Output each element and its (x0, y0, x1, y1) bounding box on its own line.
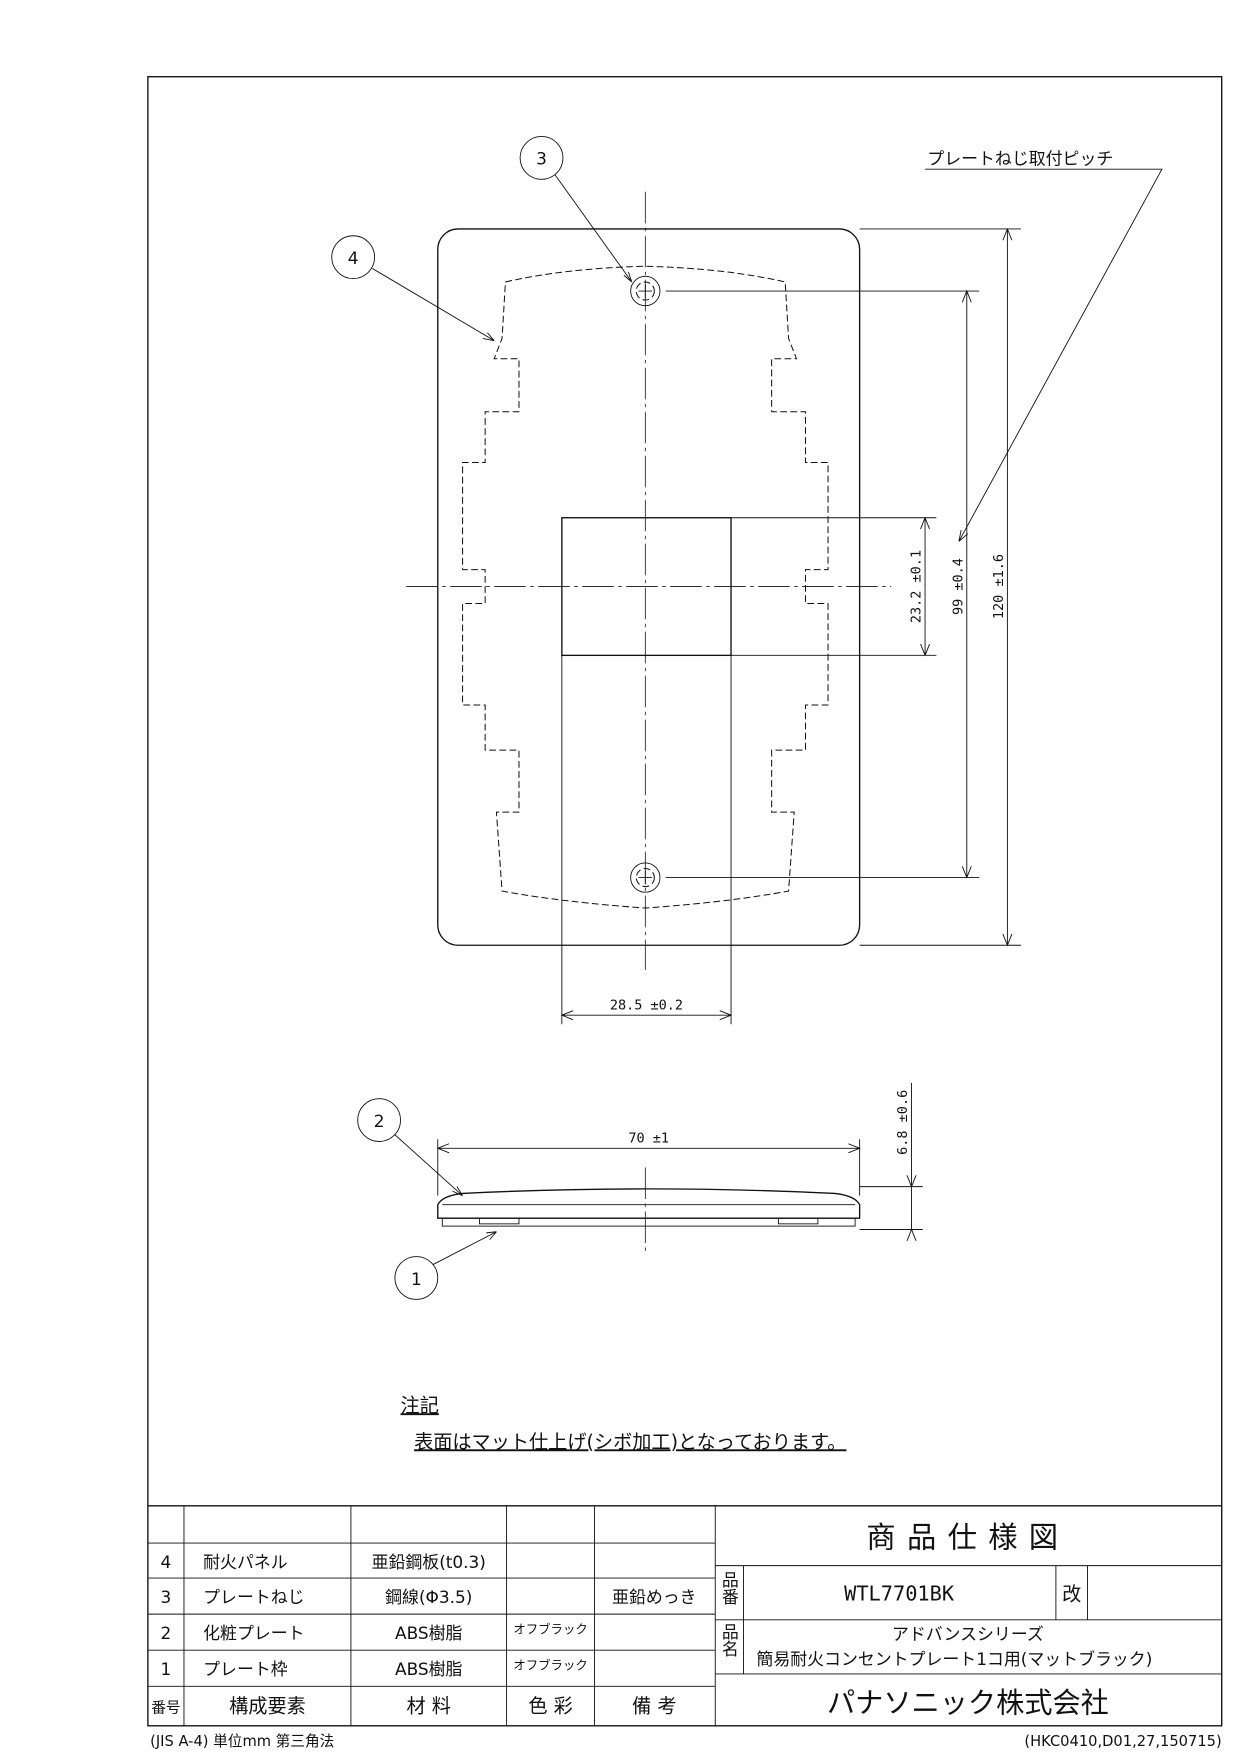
parts-header: 番号 構成要素 材 料 色 彩 備 考 (151, 1694, 676, 1717)
plate-outline (437, 228, 861, 946)
svg-text:ABS樹脂: ABS樹脂 (395, 1623, 463, 1643)
dim-width-total: 70 ±1 (628, 1131, 669, 1147)
drawing-frame (147, 76, 1223, 1727)
hinban-label: 品番 (719, 1571, 739, 1605)
fire-panel-outline (462, 265, 829, 909)
dim-opening-height: 23.2 ±0.1 (909, 550, 925, 623)
series: アドバンスシリーズ (892, 1624, 1044, 1644)
notes-heading: 注記 (401, 1394, 439, 1417)
screw-top (630, 275, 661, 307)
dim-height-total: 120 ±1.6 (991, 554, 1007, 619)
svg-text:オフブラック: オフブラック (513, 1621, 587, 1636)
title: 商品仕様図 (866, 1521, 1069, 1555)
hinban: WTL7701BK (844, 1582, 955, 1606)
svg-text:耐火パネル: 耐火パネル (203, 1552, 288, 1572)
svg-text:ABS樹脂: ABS樹脂 (395, 1659, 463, 1679)
title-block: 商品仕様図 品番 WTL7701BK 改 品名 アドバンスシリーズ 簡易耐火コン… (715, 1521, 1222, 1719)
svg-text:プレート枠: プレート枠 (203, 1659, 288, 1679)
hinmei-label: 品名 (719, 1623, 739, 1657)
footer-right: (HKC0410,D01,27,150715) (1024, 1733, 1221, 1750)
parts-row-2: 2 化粧プレート ABS樹脂 オフブラック (161, 1621, 588, 1643)
product-name: 簡易耐火コンセントプレート1コ用(マットブラック) (756, 1649, 1152, 1669)
svg-text:4: 4 (161, 1552, 172, 1572)
svg-text:2: 2 (161, 1623, 172, 1643)
balloon-1: 1 (394, 1231, 497, 1300)
dim-screw-pitch: 99 ±0.4 (950, 558, 966, 615)
notes-text: 表面はマット仕上げ(シボ加工)となっております。 (414, 1430, 846, 1453)
parts-row-3: 3 プレートねじ 鋼線(Φ3.5) 亜鉛めっき (161, 1587, 697, 1607)
screw-bottom (630, 862, 661, 893)
svg-text:4: 4 (348, 248, 359, 268)
footer-left: (JIS A-4) 単位mm 第三角法 (150, 1732, 334, 1750)
company: パナソニック株式会社 (827, 1686, 1109, 1719)
svg-text:番号: 番号 (151, 1699, 180, 1716)
front-view: 120 ±1.6 99 ±0.4 23.2 ±0.1 28.5 ±0.2 プレー… (331, 136, 1163, 1025)
parts-row-4: 4 耐火パネル 亜鉛鋼板(t0.3) (161, 1552, 486, 1572)
svg-text:材 料: 材 料 (407, 1694, 451, 1717)
svg-text:1: 1 (161, 1659, 172, 1679)
svg-text:オフブラック: オフブラック (513, 1657, 587, 1672)
svg-text:3: 3 (161, 1587, 172, 1607)
kai-label: 改 (1062, 1583, 1081, 1606)
balloon-4: 4 (331, 235, 495, 342)
svg-text:1: 1 (411, 1269, 422, 1289)
svg-text:構成要素: 構成要素 (229, 1694, 306, 1717)
svg-text:亜鉛めっき: 亜鉛めっき (612, 1587, 697, 1607)
svg-text:亜鉛鋼板(t0.3): 亜鉛鋼板(t0.3) (372, 1552, 486, 1572)
side-view: 70 ±1 6.8 ±0.6 2 1 (357, 1082, 923, 1300)
svg-text:プレートねじ: プレートねじ (203, 1587, 304, 1607)
dim-opening-width: 28.5 ±0.2 (610, 998, 683, 1014)
svg-text:備 考: 備 考 (632, 1694, 676, 1717)
dim-thickness: 6.8 ±0.6 (895, 1090, 911, 1155)
svg-text:2: 2 (374, 1111, 385, 1131)
svg-text:鋼線(Φ3.5): 鋼線(Φ3.5) (385, 1587, 472, 1607)
svg-text:化粧プレート: 化粧プレート (203, 1623, 304, 1643)
parts-table: 4 耐火パネル 亜鉛鋼板(t0.3) 3 プレートねじ 鋼線(Φ3.5) 亜鉛めっき 2 化… (147, 1505, 1222, 1726)
pitch-label: プレートねじ取付ピッチ (927, 149, 1113, 169)
parts-row-1: 1 プレート枠 ABS樹脂 オフブラック (161, 1657, 588, 1679)
balloon-2: 2 (357, 1098, 463, 1197)
balloon-3: 3 (519, 136, 633, 283)
svg-text:色 彩: 色 彩 (528, 1694, 572, 1717)
svg-text:3: 3 (536, 149, 547, 169)
